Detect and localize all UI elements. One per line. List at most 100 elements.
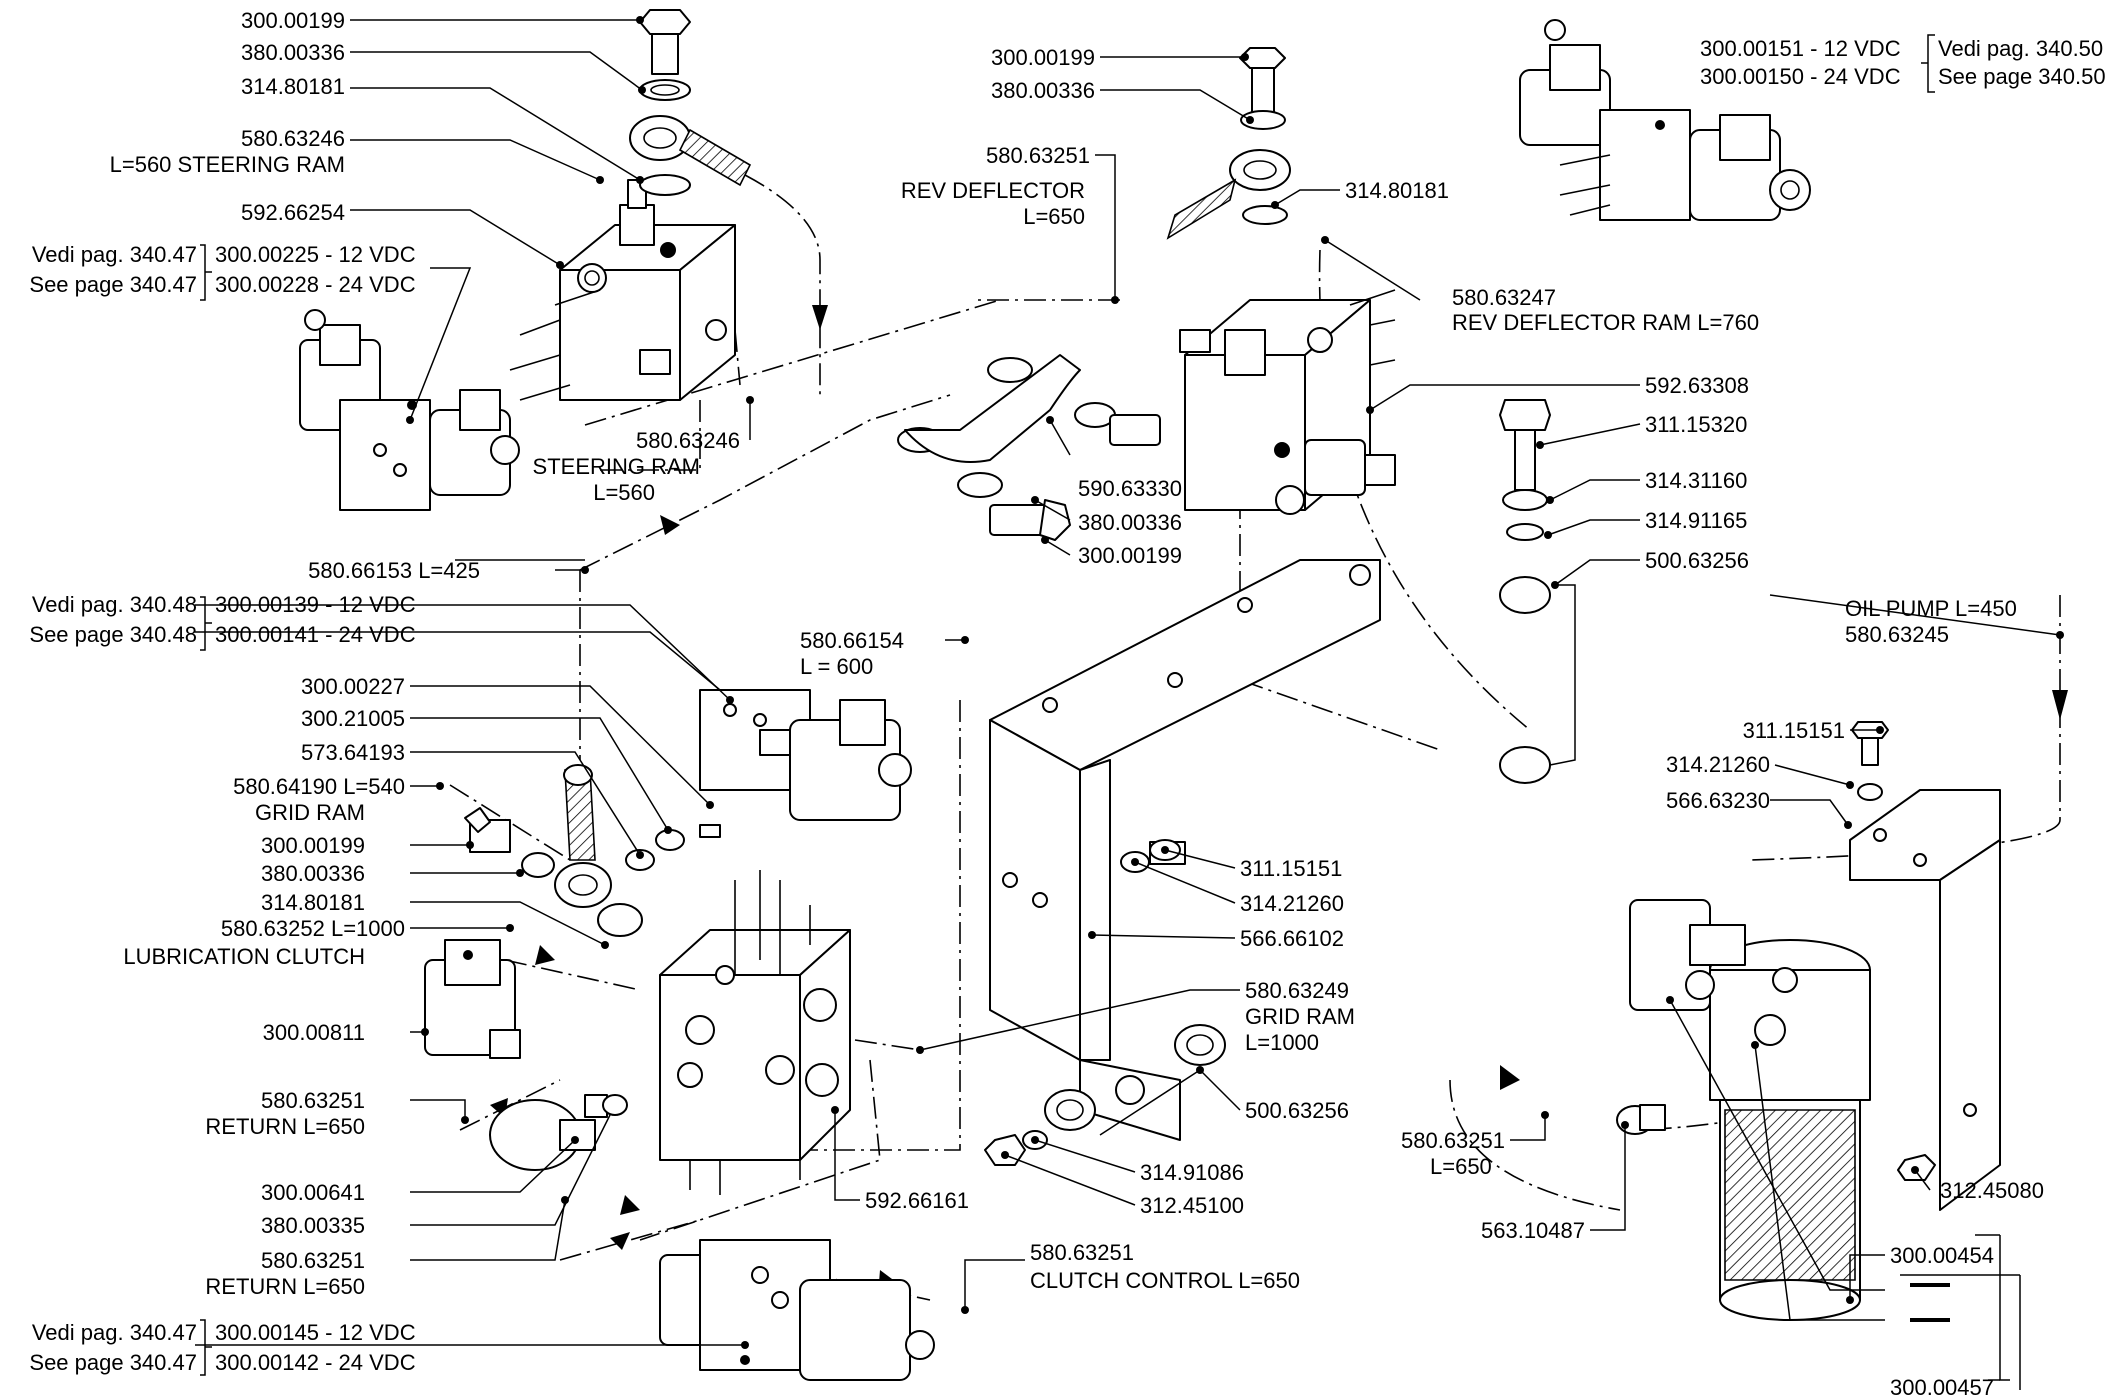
ref-it-340-47-b: Vedi pag. 340.47 xyxy=(32,1320,197,1345)
grid-ram-label-b2: L=1000 xyxy=(1245,1030,1319,1055)
callout-300-00199-a: 300.00199 xyxy=(241,8,345,33)
ref-en-340-47-b: See page 340.47 xyxy=(29,1350,197,1375)
filter-solenoid xyxy=(1629,899,1746,1011)
callout-563-10487: 563.10487 xyxy=(1481,1218,1585,1243)
central-manifold xyxy=(659,870,851,1195)
oil-filter xyxy=(1709,939,1871,1321)
callout-314-80181-c: 314.80181 xyxy=(261,890,365,915)
callout-592-66161: 592.66161 xyxy=(865,1188,969,1213)
callout-580-63252: 580.63252 L=1000 xyxy=(221,916,405,941)
ref-it-340-50: Vedi pag. 340.50 xyxy=(1938,36,2103,61)
callout-592-66254: 592.66254 xyxy=(241,200,345,225)
rev-ram-label: REV DEFLECTOR RAM L=760 xyxy=(1452,310,1759,335)
labels-top-left: 300.00199 380.00336 314.80181 580.63246 … xyxy=(29,8,740,505)
callout-580-63247: 580.63247 xyxy=(1452,285,1556,310)
valve-12v-300-00139: 300.00139 - 12 VDC xyxy=(215,592,416,617)
grid-ram-solenoid-valve xyxy=(699,689,912,821)
clutch-control-label: CLUTCH CONTROL L=650 xyxy=(1030,1268,1300,1293)
sensor xyxy=(489,1094,628,1171)
rev-banjo-fitting xyxy=(1166,149,1291,240)
callout-314-80181-a: 314.80181 xyxy=(241,74,345,99)
callout-566-66102: 566.66102 xyxy=(1240,926,1344,951)
callout-312-45100: 312.45100 xyxy=(1140,1193,1244,1218)
grid-ram-label-b1: GRID RAM xyxy=(1245,1004,1355,1029)
labels-middle-center: 580.66154 L = 600 311.15151 314.21260 56… xyxy=(800,628,1355,1293)
callout-311-15151-b: 311.15151 xyxy=(1743,718,1845,743)
clutch-solenoid-valve xyxy=(659,1239,935,1381)
grid-ram-label-a: GRID RAM xyxy=(255,800,365,825)
callout-580-63245: 580.63245 xyxy=(1845,622,1949,647)
callout-300-00199-b: 300.00199 xyxy=(991,45,1095,70)
rev-deflector-label-2: L=650 xyxy=(1023,204,1085,229)
callout-300-21005: 300.21005 xyxy=(301,706,405,731)
rev-hose-assy xyxy=(897,354,1161,541)
hose-length-650-right: L=650 xyxy=(1430,1154,1492,1179)
valve-24v-300-00142: 300.00142 - 24 VDC xyxy=(215,1350,416,1375)
return-label-b: RETURN L=650 xyxy=(205,1274,365,1299)
bracket-mount-bolt xyxy=(1120,839,1186,873)
valve-24v-300-00228: 300.00228 - 24 VDC xyxy=(215,272,416,297)
steering-ram-label-1: STEERING RAM xyxy=(533,454,700,479)
callout-500-63256-a: 500.63256 xyxy=(1645,548,1749,573)
callout-314-21260-a: 314.21260 xyxy=(1240,891,1344,916)
top-right-solenoid-valve xyxy=(1519,19,1811,221)
callout-580-63251-return-b: 580.63251 xyxy=(261,1248,365,1273)
callout-580-64190: 580.64190 L=540 xyxy=(233,774,405,799)
callout-314-91086: 314.91086 xyxy=(1140,1160,1244,1185)
callout-380-00336-d: 380.00336 xyxy=(261,861,365,886)
steering-valve-block xyxy=(509,179,736,401)
callout-steering-ram-hose-label: L=560 STEERING RAM xyxy=(110,152,345,177)
labels-right: OIL PUMP L=450 580.63245 311.15151 314.2… xyxy=(1401,596,2044,1400)
callout-300-00811: 300.00811 xyxy=(263,1020,365,1045)
callout-580-63251-clutch: 580.63251 xyxy=(1030,1240,1134,1265)
oil-pump-label: OIL PUMP L=450 xyxy=(1845,596,2017,621)
lub-clutch-label: LUBRICATION CLUTCH xyxy=(123,944,365,969)
pressure-switch xyxy=(424,939,521,1059)
callout-314-31160: 314.31160 xyxy=(1645,468,1747,493)
callout-580-63251-right: 580.63251 xyxy=(1401,1128,1505,1153)
rev-deflector-valve-block xyxy=(1179,289,1396,515)
callout-580-63246-b: 580.63246 xyxy=(636,428,740,453)
callout-380-00336-c: 380.00336 xyxy=(1078,510,1182,535)
steering-ram-label-2: L=560 xyxy=(593,480,655,505)
callout-300-00457: 300.00457 xyxy=(1890,1375,1994,1400)
ref-en-340-47-a: See page 340.47 xyxy=(29,272,197,297)
grid-ram-banjo-assembly xyxy=(464,764,721,937)
callout-311-15320: 311.15320 xyxy=(1645,412,1747,437)
rev-banjo-bolt xyxy=(1239,47,1286,130)
valve-24v-300-00141: 300.00141 - 24 VDC xyxy=(215,622,416,647)
leader-lines xyxy=(195,16,2064,1390)
rev-deflector-label-1: REV DEFLECTOR xyxy=(901,178,1085,203)
callout-300-00454: 300.00454 xyxy=(1890,1243,1994,1268)
callout-590-63330: 590.63330 xyxy=(1078,476,1182,501)
ref-it-340-47-a: Vedi pag. 340.47 xyxy=(32,242,197,267)
valve-12v-300-00151: 300.00151 - 12 VDC xyxy=(1700,36,1901,61)
ref-it-340-48: Vedi pag. 340.48 xyxy=(32,592,197,617)
callout-300-00641: 300.00641 xyxy=(261,1180,365,1205)
steering-banjo-bolt xyxy=(639,9,691,101)
steering-solenoid-valve xyxy=(299,309,520,511)
central-bracket xyxy=(989,559,1381,1141)
ref-en-340-50: See page 340.50 xyxy=(1938,64,2106,89)
callout-580-63251-return-a: 580.63251 xyxy=(261,1088,365,1113)
return-label-a: RETURN L=650 xyxy=(205,1114,365,1139)
labels-top-right: 300.00151 - 12 VDC 300.00150 - 24 VDC Ve… xyxy=(1700,36,2106,89)
callout-592-63308: 592.63308 xyxy=(1645,373,1749,398)
callout-314-80181-b: 314.80181 xyxy=(1345,178,1449,203)
labels-top-center: 300.00199 380.00336 580.63251 REV DEFLEC… xyxy=(901,45,1759,573)
filter-bracket xyxy=(1849,789,2001,1211)
callout-380-00336-a: 380.00336 xyxy=(241,40,345,65)
valve-12v-300-00225: 300.00225 - 12 VDC xyxy=(215,242,416,267)
voltage-brackets xyxy=(200,34,1935,1376)
callout-573-64193: 573.64193 xyxy=(301,740,405,765)
valve-12v-300-00145: 300.00145 - 12 VDC xyxy=(215,1320,416,1345)
callout-580-63249: 580.63249 xyxy=(1245,978,1349,1003)
deflector-stack xyxy=(1499,399,1551,784)
callout-311-15151-a: 311.15151 xyxy=(1240,856,1342,881)
callout-566-63230: 566.63230 xyxy=(1666,788,1770,813)
callout-312-45080: 312.45080 xyxy=(1940,1178,2044,1203)
ref-en-340-48: See page 340.48 xyxy=(29,622,197,647)
filter-parts-dashes xyxy=(1910,1234,2000,1322)
labels-middle-left: 580.66153 L=425 Vedi pag. 340.48 See pag… xyxy=(29,558,480,1375)
